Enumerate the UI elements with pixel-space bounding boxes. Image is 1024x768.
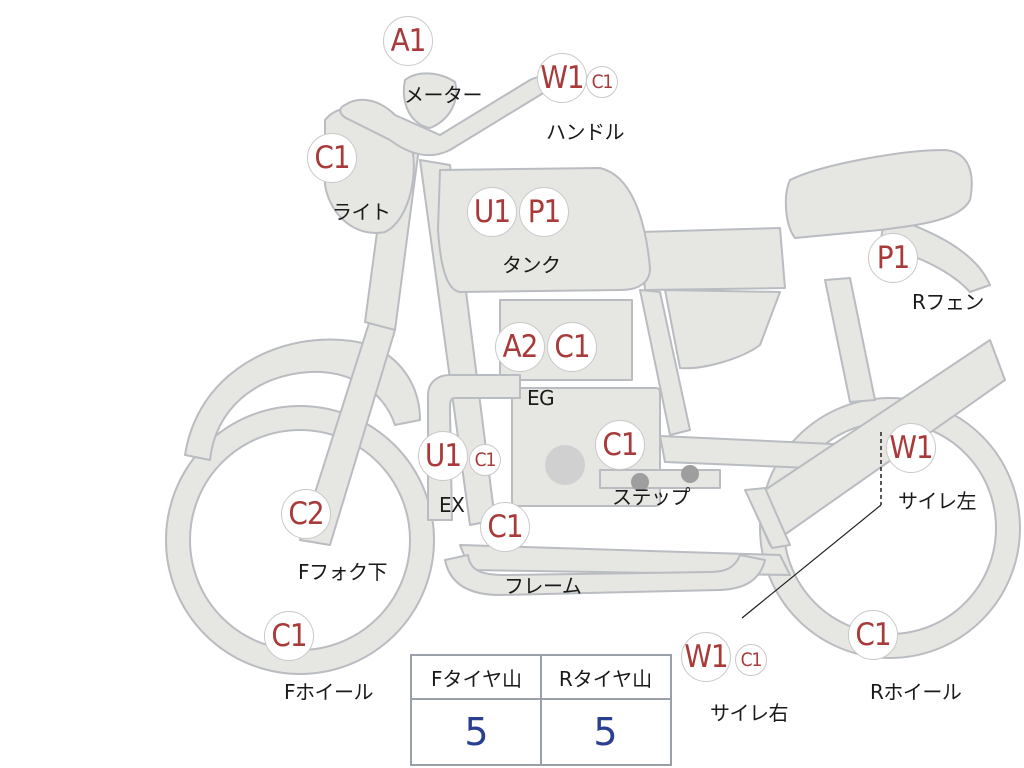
label-step: ステップ xyxy=(612,485,691,509)
badge-c1-fwheel[interactable]: C1 xyxy=(264,611,314,661)
badge-u1-exhaust[interactable]: U1 xyxy=(418,431,468,481)
handlebar xyxy=(339,75,553,157)
frame-lower-2 xyxy=(444,554,766,596)
badge-c1-step[interactable]: C1 xyxy=(595,420,645,470)
badge-c2-ffork[interactable]: C2 xyxy=(281,489,331,539)
label-handle: ハンドル xyxy=(546,120,625,144)
badge-c1-exhaust[interactable]: C1 xyxy=(469,444,501,476)
badge-c1-rwheel[interactable]: C1 xyxy=(848,610,898,660)
meter-housing xyxy=(402,72,458,129)
silencer-leader-line-2 xyxy=(741,504,882,619)
label-ffork: Fフォク下 xyxy=(298,560,388,584)
badge-p1-tank[interactable]: P1 xyxy=(519,187,569,237)
tire-tread-table: Fタイヤ山 Rタイヤ山 5 5 xyxy=(410,654,672,766)
label-rfender: Rフェン xyxy=(912,290,984,314)
seat xyxy=(784,149,973,239)
badge-u1-tank[interactable]: U1 xyxy=(467,187,517,237)
label-light: ライト xyxy=(332,200,391,224)
value-front-tire[interactable]: 5 xyxy=(464,710,489,754)
label-engine: EG xyxy=(527,386,555,410)
label-frame: フレーム xyxy=(504,574,582,598)
badge-c1-handle[interactable]: C1 xyxy=(586,66,618,98)
badge-a2-engine[interactable]: A2 xyxy=(495,322,545,372)
header-rear-tire: Rタイヤ山 xyxy=(558,666,653,691)
badge-w1-silencer-left[interactable]: W1 xyxy=(886,423,936,473)
frame-rear xyxy=(639,289,691,436)
badge-w1-silencer-right[interactable]: W1 xyxy=(681,632,731,682)
value-rear-tire[interactable]: 5 xyxy=(593,710,618,754)
label-silencer-right: サイレ右 xyxy=(710,701,789,725)
label-exhaust: EX xyxy=(439,493,465,517)
header-front-tire: Fタイヤ山 xyxy=(431,666,522,691)
exhaust-pipe xyxy=(427,374,521,521)
badge-c1-light[interactable]: C1 xyxy=(307,133,357,183)
badge-c1-silencer-right[interactable]: C1 xyxy=(735,644,767,676)
label-rwheel: Rホイール xyxy=(870,680,962,704)
silencer-end xyxy=(744,487,791,549)
badge-c1-frame[interactable]: C1 xyxy=(480,502,530,552)
label-tank: タンク xyxy=(502,253,561,277)
badge-c1-engine[interactable]: C1 xyxy=(547,322,597,372)
label-fwheel: Fホイール xyxy=(284,680,374,704)
badge-p1-rfender[interactable]: P1 xyxy=(868,233,918,283)
label-silencer-left: サイレ左 xyxy=(898,489,977,513)
label-meter: メーター xyxy=(404,83,483,107)
badge-a1-meter[interactable]: A1 xyxy=(383,16,433,66)
side-cover xyxy=(664,289,781,370)
seat-front xyxy=(639,227,786,291)
rear-shock xyxy=(824,277,876,403)
badge-w1-handle[interactable]: W1 xyxy=(537,53,587,103)
table-divider xyxy=(540,656,542,764)
